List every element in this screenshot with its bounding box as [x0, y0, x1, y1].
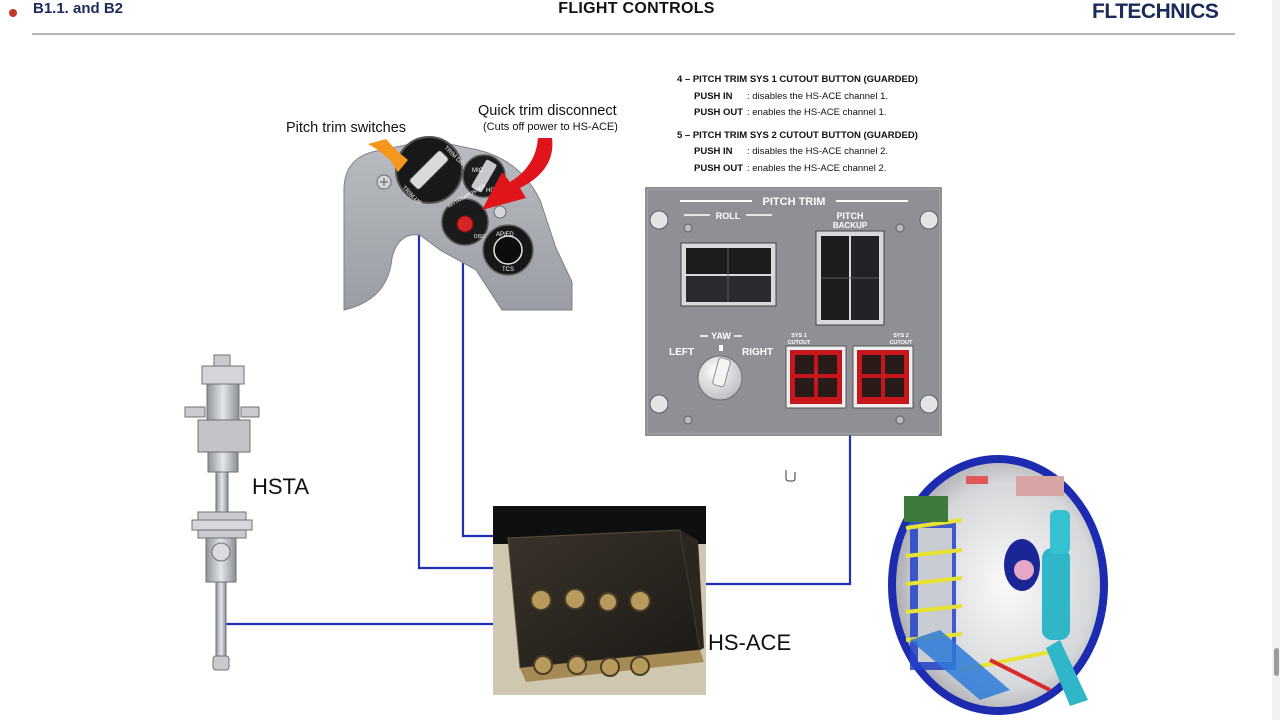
label-quick-trim-note: (Cuts off power to HS-ACE)	[483, 121, 618, 133]
scrollbar[interactable]	[1272, 0, 1280, 720]
ace-connector-2	[564, 588, 586, 610]
tail-section-illustration	[888, 455, 1108, 715]
panel-sys1-cutout-1: SYS 1	[791, 333, 807, 339]
ace-connector-4	[629, 590, 651, 612]
hand-cursor-icon	[785, 470, 796, 482]
panel-right: RIGHT	[742, 347, 773, 358]
label-quick-trim-disconnect: Quick trim disconnect	[478, 103, 617, 119]
note-item5-push-in: PUSH IN: disables the HS-ACE channel 2.	[694, 146, 888, 157]
header-bullet-icon	[9, 9, 17, 17]
note-item5-push-out: PUSH OUT: enables the HS-ACE channel 2.	[694, 162, 887, 174]
ace-connector-1	[530, 589, 552, 611]
label-hs-ace: HS-ACE	[708, 630, 791, 655]
panel-left: LEFT	[669, 347, 694, 358]
orange-arrow-icon	[368, 139, 408, 172]
ace-connector-3	[598, 592, 618, 612]
ace-connector-8	[630, 656, 650, 676]
hs-ace-unit	[493, 506, 706, 695]
yoke-disc: DISC	[474, 234, 486, 240]
header-divider	[32, 33, 1235, 35]
ace-connector-6	[567, 655, 587, 675]
ace-connector-5	[533, 655, 553, 675]
panel-roll: ROLL	[716, 211, 741, 221]
cutout-notes: 4 – PITCH TRIM SYS 1 CUTOUT BUTTON (GUAR…	[677, 72, 918, 177]
wire-yoke-to-ace-inner	[461, 232, 493, 538]
pitch-trim-panel: PITCH TRIM ROLL PITCH BACKUP YAW LEFT RI…	[645, 187, 942, 436]
panel-sys2-cutout-2: CUTOUT	[890, 340, 913, 346]
label-hsta: HSTA	[252, 474, 309, 499]
panel-screw-tr	[919, 210, 939, 230]
note-item4-title: 4 – PITCH TRIM SYS 1 CUTOUT BUTTON (GUAR…	[677, 74, 918, 85]
wire-ace-to-panel	[706, 410, 852, 586]
yoke-ap-fd: AP/FD	[496, 232, 514, 238]
note-item4-push-out: PUSH OUT: enables the HS-ACE channel 1.	[694, 107, 887, 118]
panel-screw-bl	[649, 394, 669, 414]
panel-title: PITCH TRIM	[763, 196, 826, 208]
red-arrow-icon	[482, 138, 553, 210]
label-pitch-trim-switches: Pitch trim switches	[286, 120, 406, 136]
panel-sys1-cutout-2: CUTOUT	[788, 340, 811, 346]
yoke-screw-right	[493, 205, 507, 219]
yoke-mic: MIC	[472, 168, 484, 174]
hsta-actuator	[184, 354, 260, 671]
panel-backup: BACKUP	[833, 221, 868, 230]
ace-connector-7	[600, 657, 620, 677]
note-item5-title: 5 – PITCH TRIM SYS 2 CUTOUT BUTTON (GUAR…	[677, 129, 918, 141]
panel-pitch: PITCH	[837, 211, 864, 221]
note-item4-push-in: PUSH IN: disables the HS-ACE channel 1.	[694, 90, 888, 102]
panel-screw-tl	[649, 210, 669, 230]
panel-yaw: YAW	[711, 331, 731, 341]
brand-logo-text: FLTECHNICS	[1092, 0, 1219, 23]
yoke-tcs: TCS	[502, 267, 514, 273]
page-title: FLIGHT CONTROLS	[558, 0, 715, 17]
wire-yoke-to-ace-outer	[417, 232, 493, 570]
scrollbar-thumb[interactable]	[1274, 648, 1279, 676]
course-label: B1.1. and B2	[33, 0, 124, 17]
panel-screw-br	[919, 394, 939, 414]
brand-logo: FLTECHNICS	[1092, 0, 1219, 24]
panel-sys2-cutout-1: SYS 2	[893, 333, 909, 339]
trim-switch-rocker	[409, 150, 449, 190]
